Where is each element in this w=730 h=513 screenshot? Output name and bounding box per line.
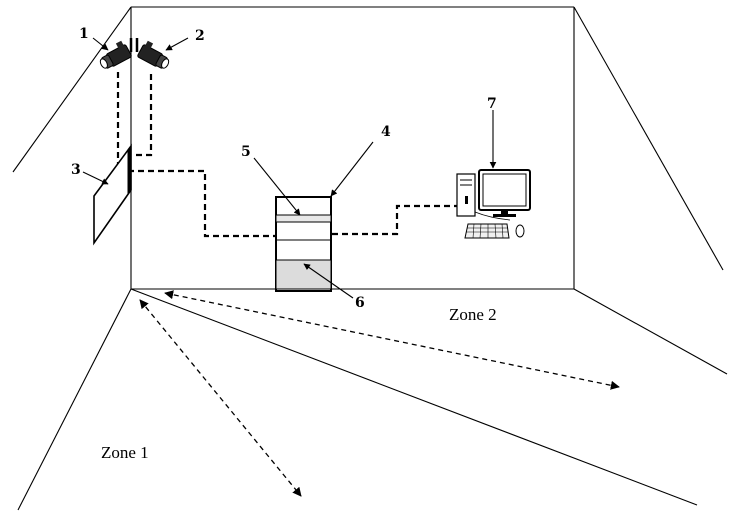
callout-3: 3 [71, 162, 81, 178]
leader-4 [330, 141, 374, 197]
room-outline [12, 6, 728, 511]
cable-camera-2 [136, 74, 153, 157]
wall-panel-edge [127, 144, 132, 196]
callout-6: 6 [355, 295, 365, 311]
zone-2-label: Zone 2 [449, 305, 497, 324]
cable-server-to-workstation [332, 204, 458, 236]
server-unit-5 [275, 214, 332, 223]
server-rack [275, 196, 332, 292]
wall-panel-face [93, 143, 132, 246]
leader-2 [165, 37, 189, 51]
zone-2-coverage-arrow [164, 290, 620, 390]
zone-1-coverage-arrow [139, 299, 302, 497]
cabling [116, 72, 458, 238]
ceiling-right-edge [573, 6, 724, 271]
wall-panel [93, 143, 132, 246]
leader-3 [82, 171, 109, 185]
callout-5: 5 [241, 144, 251, 160]
keyboard [464, 223, 510, 239]
callout-1: 1 [79, 26, 89, 42]
server-unit-6 [275, 259, 332, 290]
ceiling-left-edge [12, 6, 132, 173]
leader-5 [253, 157, 301, 216]
zone-1-label: Zone 1 [101, 443, 149, 462]
callout-leaders [82, 37, 497, 299]
workstation-icon [456, 169, 531, 239]
camera-1-icon [99, 40, 132, 69]
camera-2-icon [137, 40, 170, 69]
floor-right-edge [573, 288, 728, 375]
cable-panel-to-server [128, 169, 276, 238]
floor-left-edge [17, 288, 132, 511]
callout-7: 7 [487, 96, 497, 112]
camera-mount [129, 38, 139, 52]
coverage-arrows [139, 290, 620, 497]
floor-diagonal [130, 288, 698, 506]
leader-1 [92, 37, 109, 51]
mouse [515, 224, 525, 238]
callout-2: 2 [195, 28, 205, 44]
callout-4: 4 [381, 124, 391, 140]
leader-6 [303, 263, 354, 299]
